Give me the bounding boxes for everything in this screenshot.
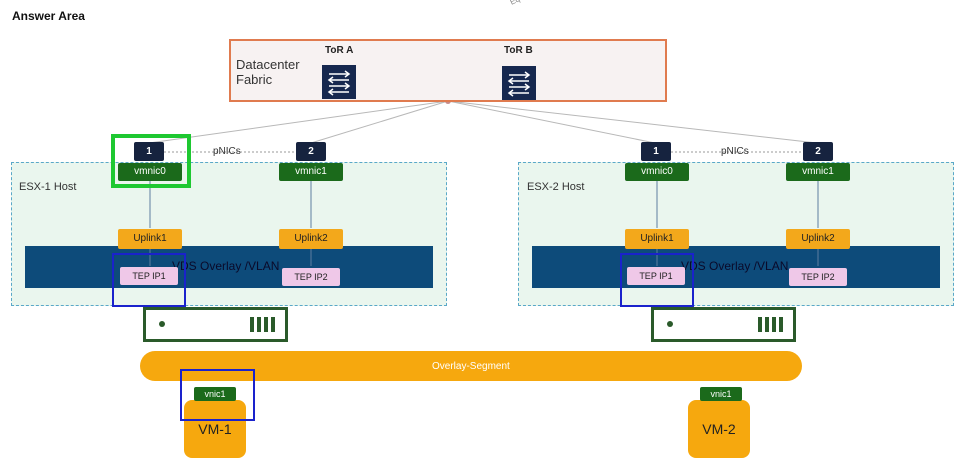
datacenter-fabric — [229, 39, 667, 102]
esx-1-pnic-1[interactable]: 1 — [134, 142, 164, 161]
tor-a-label: ToR A — [325, 45, 354, 56]
esx-2-tep-ip2[interactable]: TEP IP2 — [789, 268, 847, 286]
esx-2-vmnic0[interactable]: vmnic0 — [625, 163, 689, 181]
tor-b-switch-icon — [502, 66, 536, 100]
esx-2-tep-selection-box — [620, 253, 694, 307]
answer-area-title: Answer Area — [12, 9, 85, 23]
tor-b-label: ToR B — [504, 45, 533, 56]
esx-2-vds-bar — [532, 246, 940, 288]
esx-1-pnics-label: pNICs — [213, 146, 241, 157]
esx-2-pnic-2[interactable]: 2 — [803, 142, 833, 161]
vm-2-label: VM-2 — [702, 421, 736, 437]
esx-1-vmnic1[interactable]: vmnic1 — [279, 163, 343, 181]
fabric-link — [447, 100, 656, 144]
esx-2-vmnic1[interactable]: vmnic1 — [786, 163, 850, 181]
esx-1-vds-bar — [25, 246, 433, 288]
vm-1[interactable]: VM-1 — [184, 400, 246, 458]
esx-1-vds-label: VDS Overlay /VLAN — [172, 259, 280, 273]
vm-1-label: VM-1 — [198, 421, 232, 437]
esx-2-tep-ip1[interactable]: TEP IP1 — [627, 267, 685, 285]
tor-a-switch-icon — [322, 65, 356, 99]
overlay-segment[interactable] — [140, 351, 802, 381]
esx-1-tep-ip2[interactable]: TEP IP2 — [282, 268, 340, 286]
esx-1-host-label: ESX-1 Host — [19, 181, 77, 193]
esx-2-pnics-label: pNICs — [721, 146, 749, 157]
esx-2-uplink1[interactable]: Uplink1 — [625, 229, 689, 249]
esx-2-pnic-1[interactable]: 1 — [641, 142, 671, 161]
esx-1-uplink2[interactable]: Uplink2 — [279, 229, 343, 249]
fabric-link — [148, 100, 449, 144]
esx-1-tep-selection-box — [112, 253, 186, 307]
fabric-label: Datacenter Fabric — [236, 57, 300, 87]
esx-1-tep-ip1[interactable]: TEP IP1 — [120, 267, 178, 285]
vm-2[interactable]: VM-2 — [688, 400, 750, 458]
esx-2-vds-label: VDS Overlay /VLAN — [681, 259, 789, 273]
green-selection-box — [111, 134, 191, 188]
esx-2-uplink2[interactable]: Uplink2 — [786, 229, 850, 249]
esx-1-vmnic0[interactable]: vmnic0 — [118, 163, 182, 181]
fabric-link — [310, 100, 449, 144]
fabric-link — [447, 100, 818, 144]
esx-2-server-icon — [651, 307, 796, 342]
esx-1-server-icon — [143, 307, 288, 342]
vm-1-vnic-selection-box — [180, 369, 255, 421]
esx-1-pnic-2[interactable]: 2 — [296, 142, 326, 161]
vm-2-vnic1[interactable]: vnic1 — [700, 387, 742, 401]
esx-1-uplink1[interactable]: Uplink1 — [118, 229, 182, 249]
vm-1-vnic1[interactable]: vnic1 — [194, 387, 236, 401]
overlay-segment-label: Overlay-Segment — [432, 361, 510, 372]
esx-2-host-label: ESX-2 Host — [527, 181, 585, 193]
